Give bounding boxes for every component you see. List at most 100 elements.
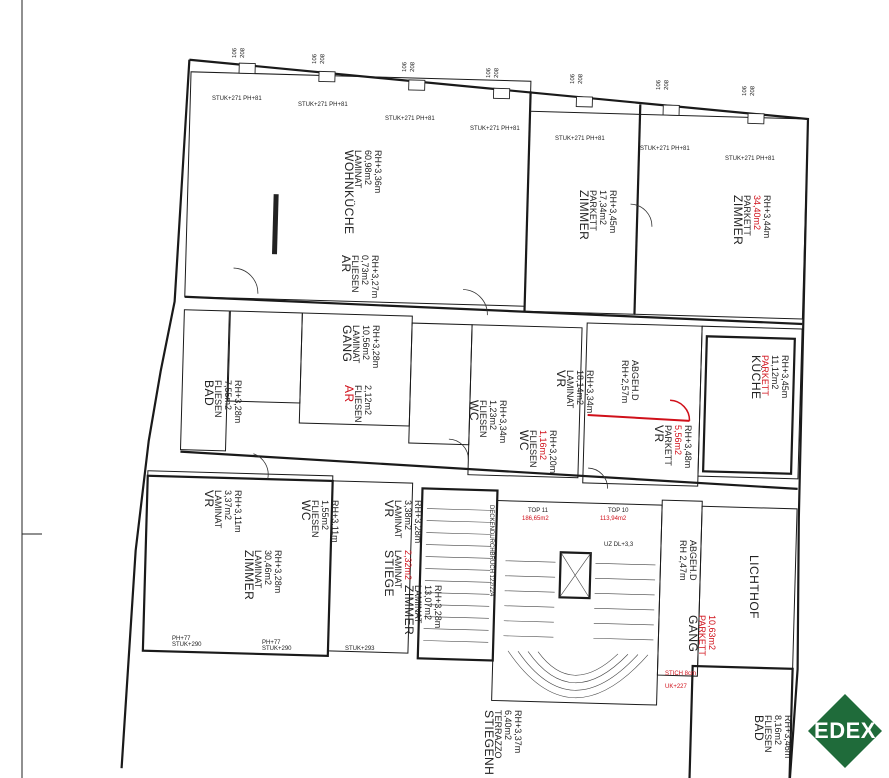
svg-text:STIEGENH: STIEGENH xyxy=(482,710,496,775)
svg-text:RH+3,37m: RH+3,37m xyxy=(513,710,523,753)
label-wc-left: WC FLIESEN 1,55m2 RH+3,11m xyxy=(299,500,340,543)
svg-text:RH+3,28m: RH+3,28m xyxy=(413,500,423,543)
top11-area: 186,65m2 xyxy=(522,516,549,522)
svg-text:STIEGE: STIEGE xyxy=(382,550,396,597)
svg-text:34,40m2: 34,40m2 xyxy=(752,195,762,230)
svg-text:RH 2,47m: RH 2,47m xyxy=(678,540,688,581)
svg-text:RH+3,34m: RH+3,34m xyxy=(585,370,595,413)
label-wc-red: WC FLIESEN 1,16m2 RH+3,20m xyxy=(517,430,558,473)
stuk-label: STUK+271 PH+81 xyxy=(640,146,690,152)
uz-dl-label: UZ DL+3,3 xyxy=(604,542,634,548)
svg-text:5,56m2: 5,56m2 xyxy=(673,425,683,455)
red-door-swing xyxy=(670,399,691,421)
svg-text:AR: AR xyxy=(342,385,356,403)
svg-text:VR: VR xyxy=(652,425,666,443)
label-vr-stiege: VR LAMINAT 3,38m2 RH+3,28m xyxy=(382,500,423,543)
window-dim-label: 208 xyxy=(320,53,326,64)
label-vr-left: VR LAMINAT 3,37m2 RH+3,11m xyxy=(202,490,243,533)
label-ar-red: AR FLIESEN 2,12m2 xyxy=(342,385,373,423)
lift-shaft xyxy=(558,551,592,600)
svg-text:RH+3,48m: RH+3,48m xyxy=(683,425,693,468)
stuk-label: STUK+271 PH+81 xyxy=(725,156,775,162)
svg-text:PARKETT: PARKETT xyxy=(588,190,598,231)
svg-text:RH+3,36m: RH+3,36m xyxy=(373,150,383,193)
top11-label: TOP 11 xyxy=(528,508,549,514)
svg-text:GANG: GANG xyxy=(686,615,700,652)
svg-text:2,32m2: 2,32m2 xyxy=(403,550,413,580)
svg-text:BAD: BAD xyxy=(202,380,216,406)
outer-wall-right xyxy=(189,58,810,778)
door-swings xyxy=(233,203,653,489)
svg-text:GANG: GANG xyxy=(340,325,354,362)
svg-text:LAMINAT: LAMINAT xyxy=(565,370,575,409)
label-kueche: KÜCHE PARKETT 11,12m2 RH+3,45m xyxy=(749,355,790,400)
svg-text:RH+3,46m: RH+3,46m xyxy=(783,715,793,758)
stuk-label: STUK+271 PH+81 xyxy=(385,116,435,122)
window-dim-label: 208 xyxy=(664,79,670,90)
svg-text:18,14m2: 18,14m2 xyxy=(575,370,585,405)
svg-text:VR: VR xyxy=(554,370,568,388)
building xyxy=(120,58,810,778)
window-dim-label: 208 xyxy=(578,73,584,84)
label-deckendurchbruch: DECKENDURCHBRUCH 122/224 xyxy=(488,505,494,597)
svg-text:LICHTHOF: LICHTHOF xyxy=(747,555,761,619)
svg-text:13,07m2: 13,07m2 xyxy=(423,585,433,620)
label-vr-mid: VR LAMINAT 18,14m2 RH+3,34m xyxy=(554,370,595,413)
svg-text:6,40m2: 6,40m2 xyxy=(503,710,513,740)
svg-text:10,63m2: 10,63m2 xyxy=(707,615,717,650)
svg-text:RH+3,20m: RH+3,20m xyxy=(548,430,558,473)
svg-text:LAMINAT: LAMINAT xyxy=(213,490,223,529)
window-dim-label: 106 xyxy=(402,61,408,72)
svg-text:10,56m2: 10,56m2 xyxy=(361,325,371,360)
svg-text:LAMINAT: LAMINAT xyxy=(351,325,361,364)
svg-text:FLIESEN: FLIESEN xyxy=(353,385,363,423)
window-dim-label: 106 xyxy=(570,73,576,84)
room-wc-mid xyxy=(408,322,473,446)
room-bad-right xyxy=(688,664,794,778)
svg-text:1,55m2: 1,55m2 xyxy=(320,500,330,530)
wall xyxy=(184,295,803,326)
svg-text:LAMINAT: LAMINAT xyxy=(253,550,263,589)
label-stiege: STIEGE LAMINAT 2,32m2 xyxy=(382,550,413,597)
svg-text:AR: AR xyxy=(339,255,353,273)
svg-text:RH+2,57m: RH+2,57m xyxy=(620,360,630,403)
svg-text:ZIMMER: ZIMMER xyxy=(402,585,416,635)
svg-text:RH+3,34m: RH+3,34m xyxy=(498,400,508,443)
svg-text:17,34m2: 17,34m2 xyxy=(598,190,608,225)
stuk-label: STUK+271 PH+81 xyxy=(212,96,262,102)
svg-text:VR: VR xyxy=(202,490,216,508)
edex-logo: EDEX xyxy=(806,692,884,770)
room-kueche xyxy=(697,325,803,480)
svg-text:BAD: BAD xyxy=(752,715,766,741)
svg-text:FLIESEN: FLIESEN xyxy=(310,500,320,538)
label-abgehd-top: RH+2,57m ABGEH.D xyxy=(620,360,640,403)
svg-text:ZIMMER: ZIMMER xyxy=(577,190,591,240)
window-dim-label: 106 xyxy=(312,53,318,64)
svg-text:WOHNKÜCHE: WOHNKÜCHE xyxy=(342,150,356,235)
label-bad-left: BAD FLIESEN 7,55m2 RH+3,28m xyxy=(202,380,243,423)
window-dim-label: 208 xyxy=(494,67,500,78)
stuk-label: STUK+293 xyxy=(345,646,375,652)
uk-label: UK+227 xyxy=(665,684,688,690)
svg-text:FLIESEN: FLIESEN xyxy=(763,715,773,753)
svg-text:WC: WC xyxy=(467,400,481,421)
kueche-inner xyxy=(701,335,796,475)
window-dim-label: 106 xyxy=(486,67,492,78)
svg-text:RH+3,11m: RH+3,11m xyxy=(330,500,340,543)
svg-text:FLIESEN: FLIESEN xyxy=(350,255,360,293)
top10-label: TOP 10 xyxy=(608,508,629,514)
label-zimmer-bm: ZIMMER LAMINAT 13,07m2 RH+3,28m xyxy=(402,585,443,635)
svg-text:3,38m2: 3,38m2 xyxy=(403,500,413,530)
svg-text:RH+3,44m: RH+3,44m xyxy=(762,195,772,238)
window-dim-label: 208 xyxy=(410,61,416,72)
label-zimmer-mid: ZIMMER PARKETT 17,34m2 RH+3,45m xyxy=(577,190,618,240)
svg-text:0,73m2: 0,73m2 xyxy=(360,255,370,285)
svg-text:RH+3,27m: RH+3,27m xyxy=(370,255,380,298)
counter-mark xyxy=(271,194,279,255)
svg-text:FLIESEN: FLIESEN xyxy=(478,400,488,438)
svg-text:LAMINAT: LAMINAT xyxy=(413,585,423,624)
svg-text:2,12m2: 2,12m2 xyxy=(363,385,373,415)
svg-text:RH+3,28m: RH+3,28m xyxy=(433,585,443,628)
stair-treads xyxy=(423,508,656,698)
svg-text:ABGEH.D: ABGEH.D xyxy=(630,360,640,401)
